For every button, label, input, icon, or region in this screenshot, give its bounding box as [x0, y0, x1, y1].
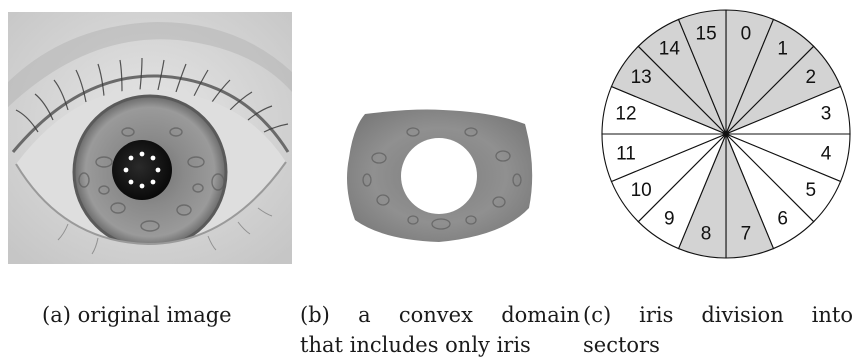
sector-label-12: 12	[615, 104, 636, 125]
iris-domain-shape	[343, 108, 539, 244]
caption-b-word: (b)	[300, 300, 330, 330]
sector-label-1: 1	[777, 39, 788, 60]
sector-label-10: 10	[631, 180, 652, 201]
caption-b-word: a	[358, 300, 371, 330]
caption-a-line-1: (a) original image	[42, 303, 232, 327]
sector-label-7: 7	[741, 224, 752, 245]
sector-label-0: 0	[741, 23, 752, 44]
sector-label-3: 3	[821, 104, 832, 125]
caption-b-word: domain	[501, 300, 580, 330]
caption-b-word: convex	[399, 300, 473, 330]
sector-label-9: 9	[664, 208, 675, 229]
caption-c: (c) iris division into sectors	[583, 300, 853, 360]
eye-photo	[8, 12, 292, 264]
sector-label-5: 5	[806, 180, 817, 201]
caption-c-line-1: (c) iris division into	[583, 300, 853, 330]
caption-c-line-2: sectors	[583, 330, 853, 360]
caption-c-word: into	[812, 300, 853, 330]
caption-a: (a) original image	[42, 300, 232, 330]
caption-b-line-1: (b) a convex domain	[300, 300, 580, 330]
caption-b-line-2: that includes only iris	[300, 330, 580, 360]
sector-label-4: 4	[821, 143, 832, 164]
sector-label-8: 8	[701, 224, 712, 245]
sector-label-15: 15	[696, 23, 717, 44]
sector-label-6: 6	[777, 208, 788, 229]
sector-label-2: 2	[806, 67, 817, 88]
sector-label-11: 11	[616, 143, 636, 164]
sector-label-13: 13	[631, 67, 652, 88]
caption-b: (b) a convex domain that includes only i…	[300, 300, 580, 360]
original-eye-image	[8, 12, 292, 264]
convex-iris-domain-image	[343, 108, 539, 244]
caption-c-word: iris	[639, 300, 673, 330]
caption-c-word: division	[701, 300, 783, 330]
caption-c-word: (c)	[583, 300, 611, 330]
sector-label-14: 14	[659, 39, 681, 60]
